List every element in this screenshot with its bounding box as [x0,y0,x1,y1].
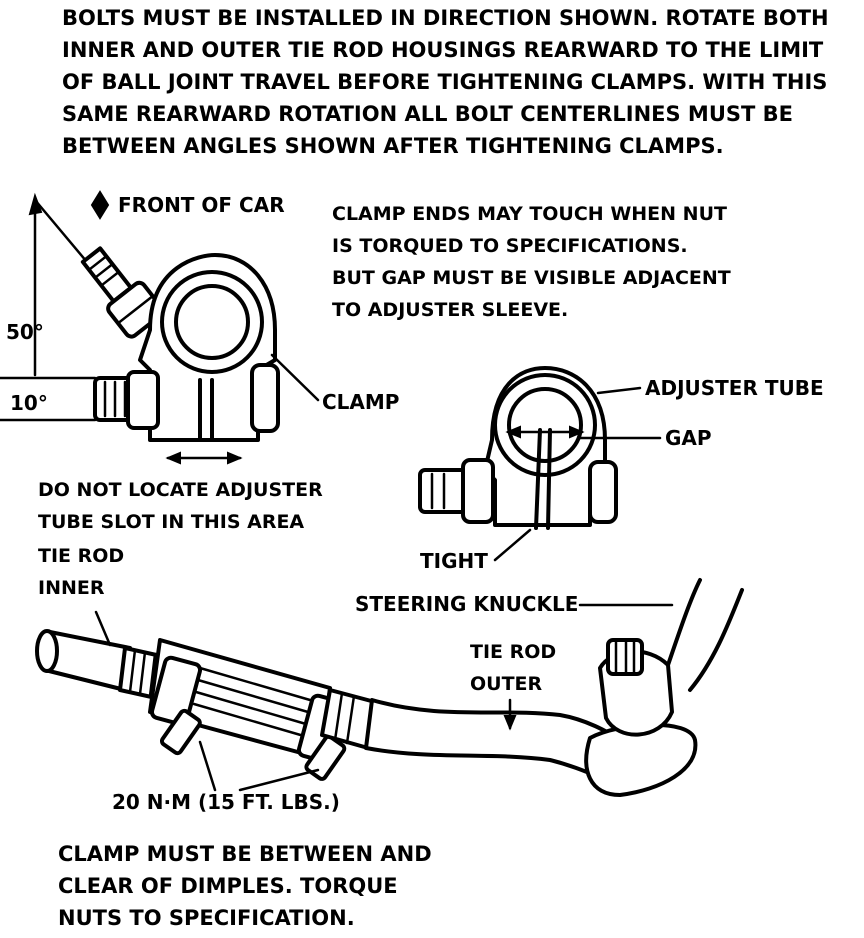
steering-knuckle-arm-right [688,588,744,692]
tie-rod-outer-line: TIE ROD [470,641,557,663]
tie-rod-outer-line: OUTER [470,673,543,695]
clamp-note-line: TO ADJUSTER SLEEVE. [332,299,569,321]
steering-knuckle-label: STEERING KNUCKLE [355,592,579,616]
gap-label: GAP [665,426,712,450]
clamp-leader-line [270,353,320,402]
clamp-note-line: BUT GAP MUST BE VISIBLE ADJACENT [332,267,731,289]
instruction-line: INNER AND OUTER TIE ROD HOUSINGS REARWAR… [62,38,824,62]
tie-rod-inner-line: INNER [38,577,105,599]
adjuster-tube-label: ADJUSTER TUBE [645,376,824,400]
torque-leader-1 [198,740,217,792]
angle-10-label: 10° [10,391,48,415]
clamp-right-nut-2 [588,460,618,524]
clamp-between-line: CLEAR OF DIMPLES. TORQUE [58,874,398,898]
instructions-top: BOLTS MUST BE INSTALLED IN DIRECTION SHO… [62,2,829,162]
angle-50-label: 50° [6,320,44,344]
clamp-note-line: IS TORQUED TO SPECIFICATIONS. [332,235,688,257]
tie-rod-outer-label: TIE ROD OUTER [470,636,556,700]
torque-leader-2 [238,768,320,792]
inner-leader [94,610,112,647]
instruction-line: SAME REARWARD ROTATION ALL BOLT CENTERLI… [62,102,793,126]
clamp-bolt-nut-2 [461,458,495,524]
tie-rod-inner-line: TIE ROD [38,545,125,567]
tie-rod-assembly [35,578,744,797]
clamp-note: CLAMP ENDS MAY TOUCH WHEN NUT IS TORQUED… [332,198,731,326]
clamp-ring-inner [174,284,250,360]
clamp-ring-inner-2 [507,387,583,463]
tight-label: TIGHT [420,549,488,573]
inner-tie-rod-end [35,629,59,673]
clamp-between-line: NUTS TO SPECIFICATION. [58,906,355,930]
front-of-car-label: FRONT OF CAR [118,193,285,217]
clamp-right-nut [250,363,280,433]
tight-leader [493,528,532,562]
inner-clamp-bolt [159,708,202,756]
do-not-locate-line: DO NOT LOCATE ADJUSTER [38,479,323,501]
clamp-label: CLAMP [322,390,400,414]
outer-clamp-bolt [304,734,347,781]
instruction-line: BETWEEN ANGLES SHOWN AFTER TIGHTENING CL… [62,134,724,158]
clamp-between-line: CLAMP MUST BE BETWEEN AND [58,842,432,866]
adjuster-tube-leader [596,386,642,395]
front-clamp-detail [0,190,320,465]
clamp-note-line: CLAMP ENDS MAY TOUCH WHEN NUT [332,203,727,225]
steering-knuckle-arm-left [666,578,702,667]
instruction-line: OF BALL JOINT TRAVEL BEFORE TIGHTENING C… [62,70,828,94]
tie-rod-inner-label: TIE ROD INNER [38,540,124,604]
front-direction-arrow-icon [90,190,110,220]
lower-bolt-nut [126,370,160,430]
inner-sleeve-clamp [149,655,203,727]
angle-50-line [33,198,94,270]
angle-arrowhead [28,192,43,216]
clamp-between-note: CLAMP MUST BE BETWEEN AND CLEAR OF DIMPL… [58,838,432,934]
do-not-locate-line: TUBE SLOT IN THIS AREA [38,511,305,533]
torque-spec-label: 20 N·m (15 FT. LBS.) [112,790,340,814]
do-not-locate-note: DO NOT LOCATE ADJUSTER TUBE SLOT IN THIS… [38,474,323,538]
rear-clamp-detail [418,366,662,562]
clamp-slot-2 [534,428,542,530]
instruction-line: BOLTS MUST BE INSTALLED IN DIRECTION SHO… [62,6,829,30]
